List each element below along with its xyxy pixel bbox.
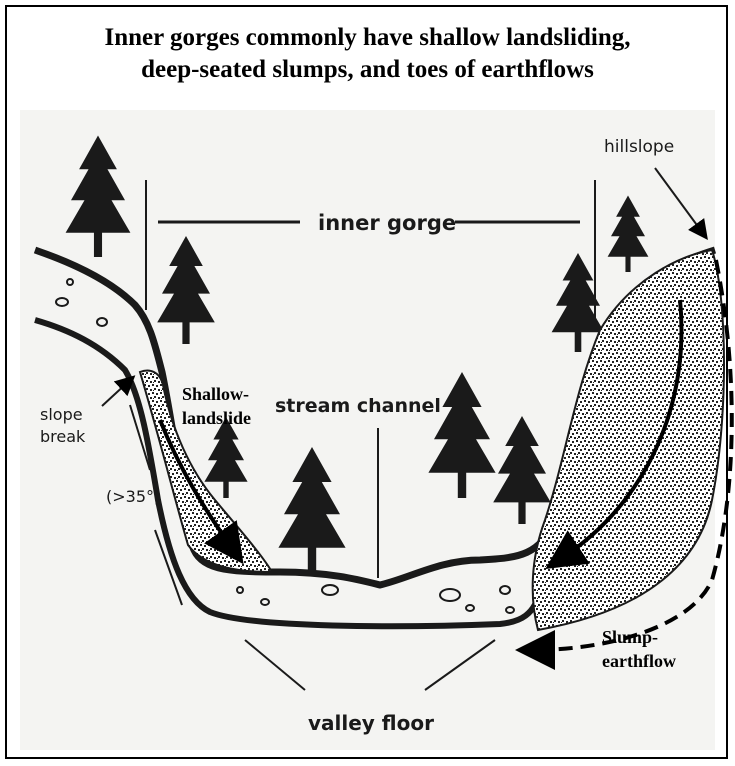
label-angle: (>35°) bbox=[106, 487, 160, 506]
hillslope-pointer bbox=[654, 167, 708, 241]
title-line-1: Inner gorges commonly have shallow lands… bbox=[104, 24, 631, 51]
bedrock-line bbox=[34, 317, 543, 630]
pebbles bbox=[55, 278, 515, 614]
label-slump-1: Slump- bbox=[602, 627, 658, 647]
earthflow-dashed-arrow bbox=[515, 259, 734, 670]
figure-title: Inner gorges commonly have shallow lands… bbox=[0, 22, 735, 86]
label-valley-floor: valley floor bbox=[308, 711, 434, 735]
label-shallow-landslide-2: landslide bbox=[182, 408, 251, 428]
title-line-2: deep-seated slumps, and toes of earthflo… bbox=[141, 56, 594, 83]
label-slump-2: earthflow bbox=[602, 651, 676, 671]
angle-tick-upper bbox=[129, 404, 151, 471]
shallow-landslide-arrow bbox=[158, 419, 244, 565]
label-inner-gorge: inner gorge bbox=[318, 211, 456, 235]
slump-movement-arrow bbox=[545, 299, 684, 570]
label-slope-break-1: slope bbox=[40, 405, 83, 424]
label-hillslope: hillslope bbox=[604, 137, 674, 157]
slope-break-pointer bbox=[101, 375, 136, 407]
label-slope-break-2: break bbox=[40, 427, 86, 446]
label-stream-channel: stream channel bbox=[275, 395, 441, 417]
angle-tick-lower bbox=[154, 529, 183, 606]
valley-floor-line-right bbox=[424, 639, 496, 691]
label-shallow-landslide-1: Shallow- bbox=[182, 384, 249, 404]
valley-floor-line-left bbox=[244, 639, 306, 691]
